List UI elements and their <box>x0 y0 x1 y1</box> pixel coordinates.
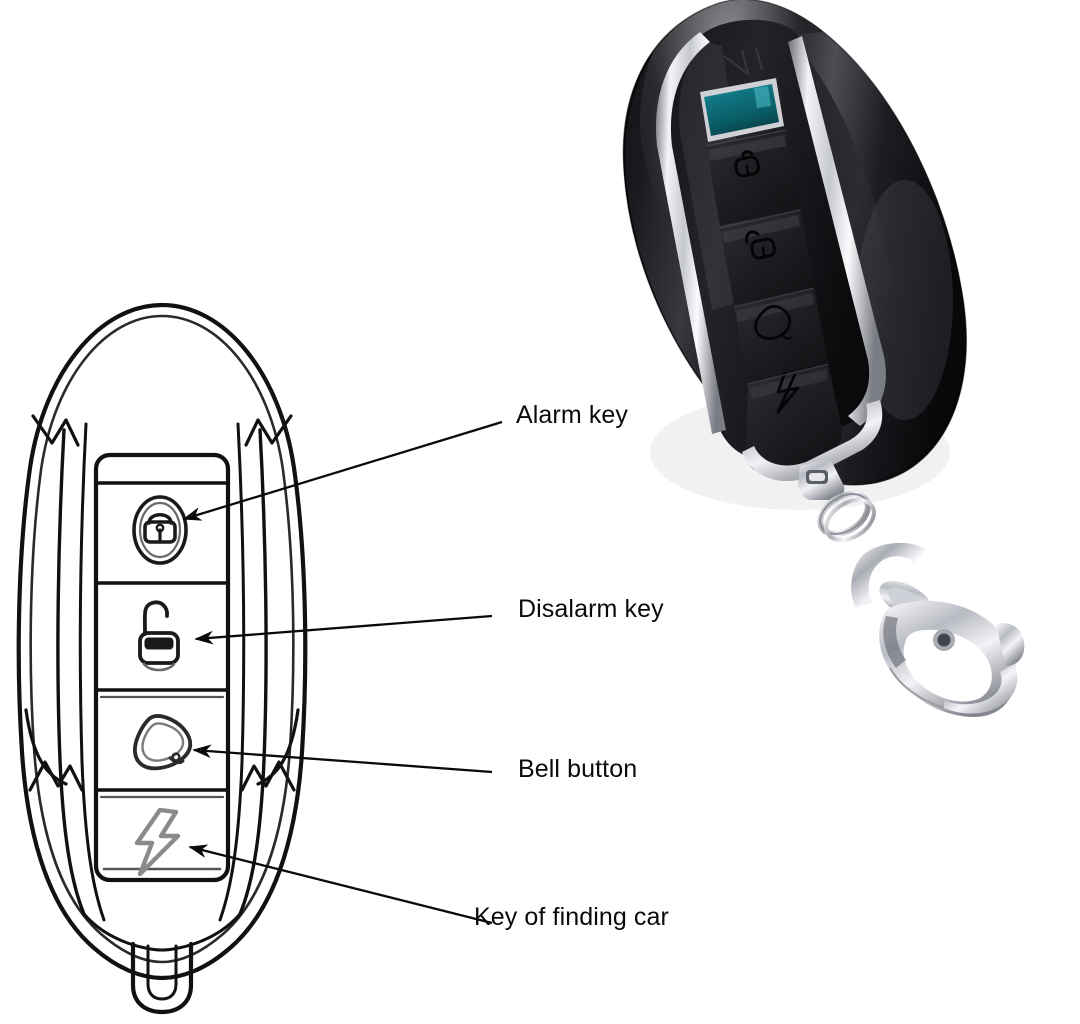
chrome-trim-left <box>656 32 726 434</box>
fob-side-line-left-inner <box>78 422 106 922</box>
callout-arrow-disalarm-key <box>194 614 493 645</box>
fob-body-outline <box>622 0 967 486</box>
fob-keyring-tab <box>130 941 194 1015</box>
lightning-bolt-icon <box>134 807 181 877</box>
fob-outer-shell <box>16 302 308 981</box>
fob-top-face-brand-mark <box>723 47 763 77</box>
padlock-closed-icon <box>734 150 760 178</box>
photo-button-find-car[interactable] <box>746 363 843 473</box>
chrome-trim-right <box>788 36 886 426</box>
fob-button-strip <box>93 452 231 883</box>
fob-side-line-left-outer <box>56 428 86 916</box>
padlock-open-icon <box>745 230 776 260</box>
callout-label-alarm-key: Alarm key <box>516 401 629 429</box>
photo-button-bell[interactable] <box>733 287 828 382</box>
led-window <box>700 78 784 142</box>
callout-arrow-alarm-key <box>182 420 503 521</box>
bell-icon <box>133 714 193 771</box>
keyring-mount <box>798 458 845 500</box>
callout-arrow-key-of-finding-car <box>188 844 493 925</box>
fob-keyring-tab-inner <box>146 944 178 1001</box>
callout-arrow-bell-button <box>192 744 493 774</box>
lightning-bolt-icon <box>776 371 800 414</box>
fob-shoulder-notch-right <box>244 414 293 447</box>
callout-label-bell-button: Bell button <box>518 755 638 783</box>
led-window-glint <box>754 86 771 108</box>
fob-side-line-right-inner <box>218 422 246 922</box>
bell-icon <box>754 305 792 340</box>
fob-lower-notch-right <box>240 760 296 792</box>
fob-body-right-highlight <box>790 30 966 481</box>
fob-shoulder-notch-left <box>31 414 80 447</box>
split-ring <box>817 491 876 542</box>
padlock-open-icon <box>138 600 180 672</box>
fob-lower-notch-left <box>28 760 84 792</box>
fob-inner-shell <box>29 314 295 964</box>
photo-button-lock[interactable] <box>705 129 800 226</box>
fob-side-line-right-outer <box>238 428 268 916</box>
lobster-clasp <box>851 542 1025 718</box>
callout-label-disalarm-key: Disalarm key <box>518 595 664 623</box>
callout-label-key-of-finding-car: Key of finding car <box>474 903 669 931</box>
photo-button-unlock[interactable] <box>719 209 814 305</box>
fob-bottom-inner-curve <box>82 912 242 952</box>
padlock-closed-icon <box>132 495 188 565</box>
